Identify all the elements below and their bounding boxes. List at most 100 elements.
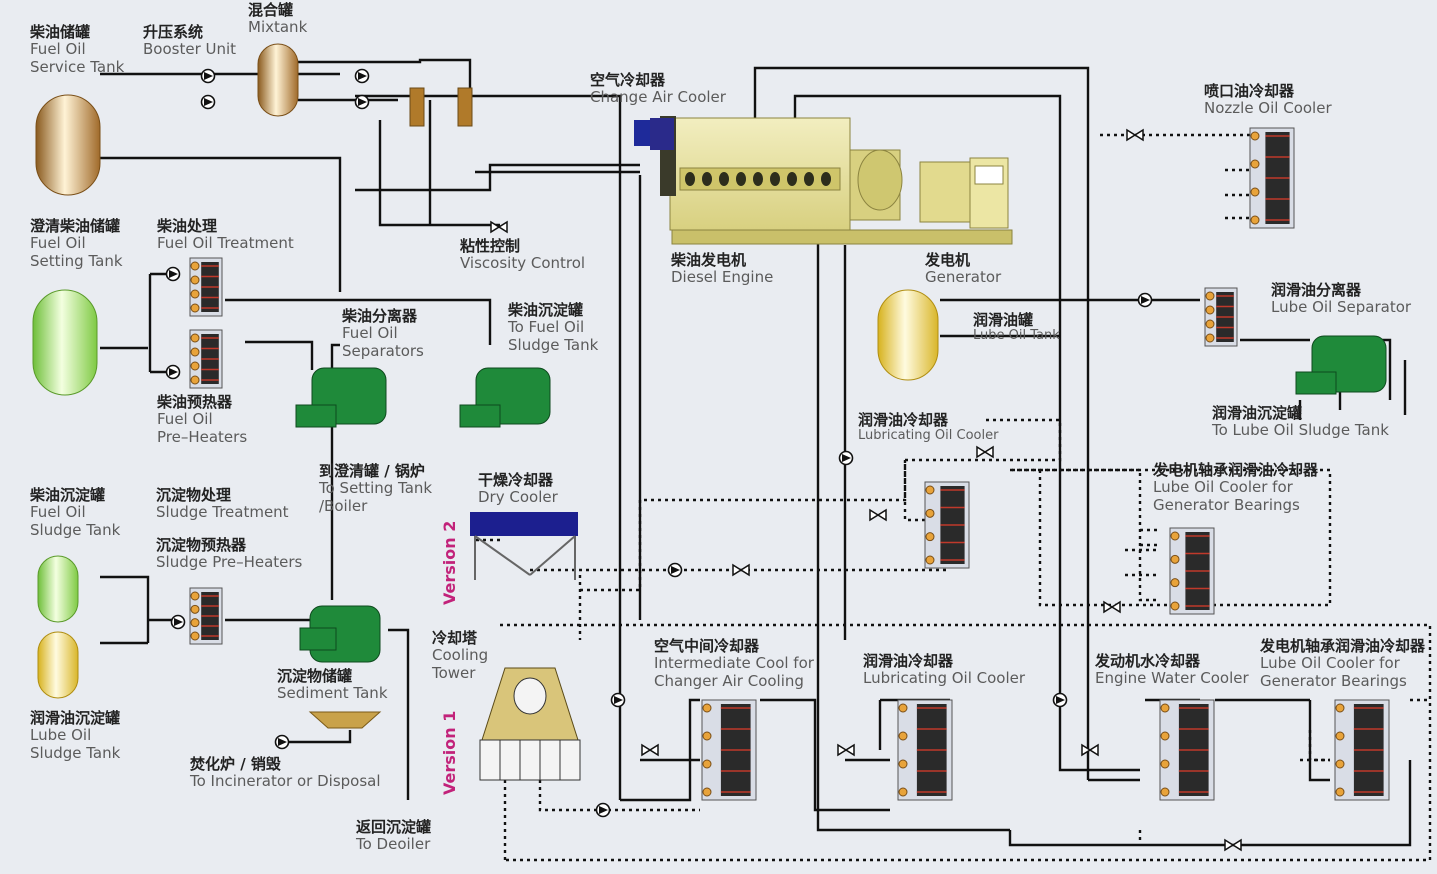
fuel-oil-setting-tank: [32, 289, 98, 396]
pump-icon: [274, 734, 290, 750]
label-cooling-tower: 冷却塔 Cooling Tower: [432, 629, 488, 682]
charge-air-cooler-unit: [634, 118, 674, 150]
label-en-2: Sludge Tank: [508, 335, 599, 354]
label-en-1: Lube Oil Cooler for: [1260, 654, 1400, 673]
pump-symbols: [165, 68, 1153, 818]
label-zh: 到澄清罐 / 锅炉: [319, 462, 425, 480]
valve-icon: [1081, 743, 1099, 757]
pump-icon: [354, 94, 370, 110]
label-en-2: Sludge Tank: [30, 743, 121, 762]
label-zh: 发动机水冷却器: [1095, 652, 1201, 670]
pump-icon: [667, 562, 683, 578]
label-zh: 沉淀物预热器: [156, 536, 247, 554]
fuel-oil-sludge-tank: [37, 555, 79, 623]
label-zh: 升压系统: [143, 23, 204, 41]
label-zh: 柴油处理: [157, 217, 218, 235]
label-zh: 柴油预热器: [157, 393, 233, 411]
label-booster-unit: 升压系统 Booster Unit: [143, 23, 237, 59]
pump-icon: [610, 692, 626, 708]
label-zh: 发电机轴承润滑油冷却器: [1260, 637, 1426, 655]
label-en-1: To Incinerator or Disposal: [190, 772, 381, 791]
label-fuel-oil-pre-heaters: 柴油预热器 Fuel Oil Pre–Heaters: [157, 393, 247, 446]
label-en-1: Lubricating Oil Cooler: [858, 428, 999, 444]
label-zh: 空气中间冷却器: [654, 637, 760, 655]
label-fuel-oil-separators: 柴油分离器 Fuel Oil Separators: [342, 307, 424, 360]
fuel-oil-separator-1: [295, 367, 387, 428]
label-viscosity-control: 粘性控制 Viscosity Control: [460, 237, 585, 273]
label-en-2: Service Tank: [30, 57, 125, 76]
label-lubricating-oil-cooler-top: 润滑油冷却器 Lubricating Oil Cooler: [858, 411, 999, 444]
sludge-separator: [299, 605, 381, 663]
label-zh: 柴油分离器: [342, 307, 418, 325]
label-en-1: Nozzle Oil Cooler: [1204, 99, 1332, 118]
generator-unit: [849, 149, 1009, 229]
label-en-1: Diesel Engine: [671, 268, 774, 287]
label-zh: 柴油沉淀罐: [508, 301, 584, 319]
lube-oil-separator-unit: [1295, 335, 1387, 395]
plate-heat-exchanger-icon: [1169, 527, 1215, 615]
plate-heat-exchanger-icon: [189, 329, 223, 389]
label-fuel-oil-service-tank: 柴油储罐 Fuel Oil Service Tank: [30, 23, 125, 76]
label-en-1: Booster Unit: [143, 40, 237, 59]
mixtank: [257, 43, 299, 117]
version-1-label: Version 1: [440, 710, 459, 795]
valve-icon: [732, 563, 750, 577]
label-en-1: Mixtank: [248, 18, 308, 37]
engine-cylinder-icon: [702, 172, 712, 186]
plate-heat-exchanger-icon: [897, 699, 953, 801]
label-en-1: Lube Oil Cooler for: [1153, 478, 1293, 497]
fuel-oil-service-tank: [35, 94, 101, 196]
valve-icon: [1224, 838, 1242, 852]
label-en-2: Generator Bearings: [1260, 671, 1407, 690]
plate-heat-exchanger-icon: [1204, 287, 1238, 347]
label-zh: 焚化炉 / 销毁: [190, 755, 281, 773]
label-en-2: Separators: [342, 341, 424, 360]
valve-icon: [641, 743, 659, 757]
cooling-tower-unit: [479, 667, 581, 781]
label-to-incinerator: 焚化炉 / 销毁 To Incinerator or Disposal: [190, 755, 381, 791]
engine-cylinder-icon: [736, 172, 746, 186]
label-zh: 发电机: [925, 251, 971, 269]
label-zh: 润滑油沉淀罐: [30, 709, 121, 727]
plate-heat-exchanger-icon: [189, 587, 223, 645]
label-lube-oil-tank: 润滑油罐 Lube Oil Tank: [973, 311, 1060, 344]
label-gen-bearing-cooler-top: 发电机轴承润滑油冷却器 Lube Oil Cooler for Generato…: [1153, 461, 1319, 514]
label-zh: 润滑油沉淀罐: [1212, 404, 1303, 422]
label-zh: 润滑油分离器: [1271, 281, 1362, 299]
plate-heat-exchanger-icon: [1249, 127, 1295, 229]
pump-icon: [1052, 692, 1068, 708]
label-en-1: Generator: [925, 268, 1002, 287]
label-en-1: Fuel Oil: [30, 40, 86, 59]
engine-cylinder-icon: [821, 172, 831, 186]
valve-icon: [837, 743, 855, 757]
label-zh: 润滑油冷却器: [863, 652, 954, 670]
label-gen-bearing-cooler-bottom: 发电机轴承润滑油冷却器 Lube Oil Cooler for Generato…: [1260, 637, 1426, 690]
engine-cylinder-icon: [719, 172, 729, 186]
label-zh: 柴油沉淀罐: [30, 486, 106, 504]
booster-mix-heaters: [409, 87, 473, 127]
valve-icon: [1126, 128, 1144, 142]
label-en-1: To Setting Tank: [319, 479, 433, 498]
pump-icon: [354, 68, 370, 84]
label-sludge-treatment: 沉淀物处理 Sludge Treatment: [156, 486, 289, 522]
lube-oil-tank: [877, 289, 939, 381]
label-zh: 沉淀物处理: [156, 486, 232, 504]
label-en-1: To Lube Oil Sludge Tank: [1212, 421, 1389, 440]
label-mixtank: 混合罐 Mixtank: [248, 1, 308, 37]
label-zh: 润滑油冷却器: [858, 411, 949, 429]
valve-icon: [490, 220, 508, 234]
label-en-1: Fuel Oil: [157, 410, 213, 429]
label-zh: 发电机轴承润滑油冷却器: [1153, 461, 1319, 479]
label-to-fuel-oil-sludge-tank: 柴油沉淀罐 To Fuel Oil Sludge Tank: [508, 301, 599, 354]
plate-heat-exchanger-icon: [924, 481, 970, 569]
label-diesel-engine: 柴油发电机 Diesel Engine: [671, 251, 774, 287]
pump-icon: [595, 802, 611, 818]
pump-icon: [170, 614, 186, 630]
engine-cylinder-icon: [753, 172, 763, 186]
pump-icon: [165, 266, 181, 282]
label-en-2: /Boiler: [319, 496, 368, 515]
label-en-1: Sediment Tank: [277, 684, 388, 703]
label-lube-oil-sludge-tank: 润滑油沉淀罐 Lube Oil Sludge Tank: [30, 709, 121, 762]
label-zh: 冷却塔: [432, 629, 478, 647]
